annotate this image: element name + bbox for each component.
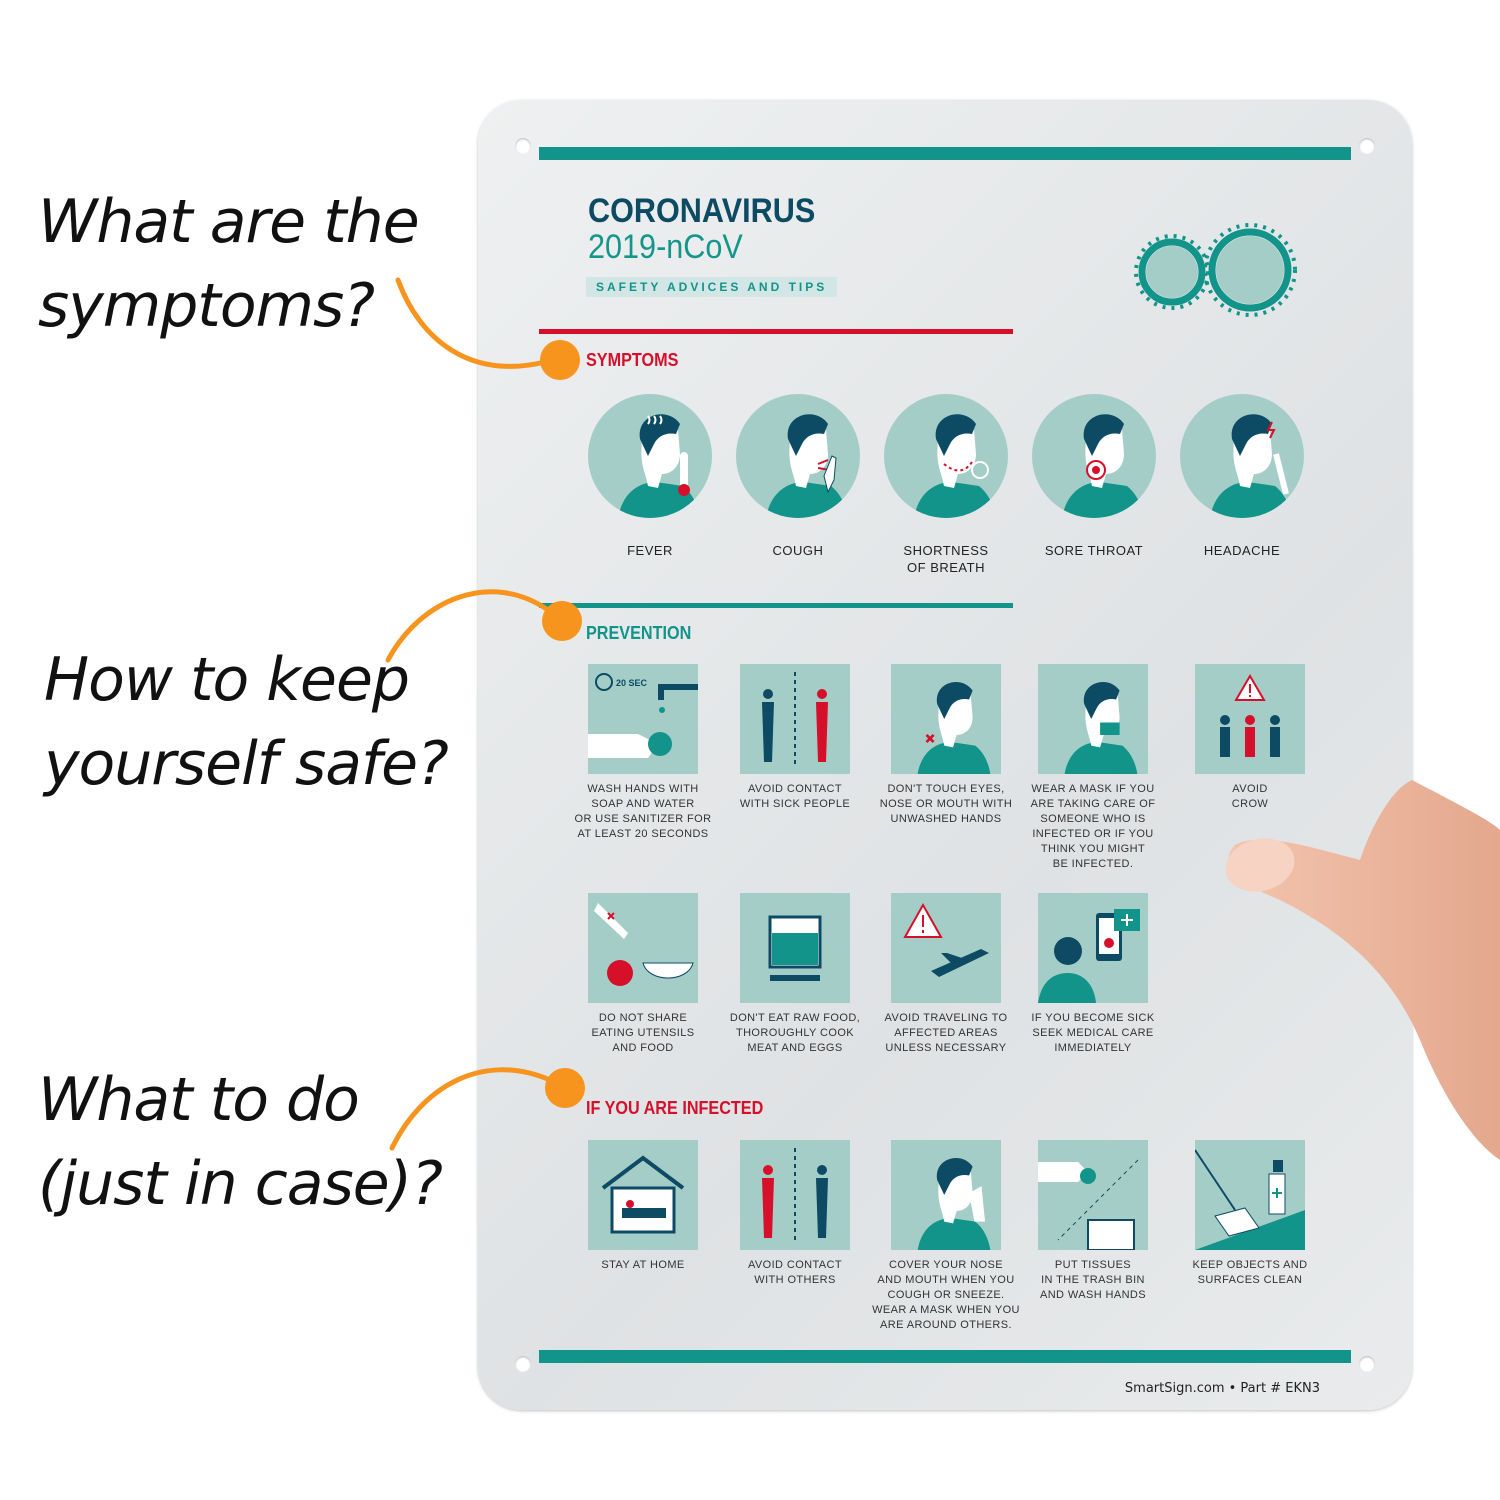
phone-medical-icon — [1038, 893, 1148, 1003]
prevention-label: DON'T TOUCH EYES, NOSE OR MOUTH WITH UNW… — [879, 783, 1013, 825]
symptoms-divider — [539, 329, 1013, 334]
avoid-others-icon — [740, 1140, 850, 1250]
mounting-hole — [515, 1356, 531, 1372]
infected-label: AVOID CONTACT WITH OTHERS — [747, 1259, 843, 1286]
cover-mouth-icon — [891, 1140, 1001, 1250]
infected-label: STAY AT HOME — [601, 1259, 685, 1271]
sign-footer: SmartSign.com • Part # EKN3 — [1124, 1381, 1320, 1396]
infected-label: COVER YOUR NOSE AND MOUTH WHEN YOU COUGH… — [872, 1259, 1020, 1331]
prevention-label: DO NOT SHARE EATING UTENSILS AND FOOD — [591, 1012, 695, 1054]
infected-label: KEEP OBJECTS AND SURFACES CLEAN — [1192, 1259, 1308, 1286]
sign-tagline: SAFETY ADVICES AND TIPS — [586, 277, 838, 297]
utensils-icon — [588, 893, 698, 1003]
callout-symptoms-question: What are the symptoms? — [38, 187, 420, 341]
mounting-hole — [1359, 138, 1375, 154]
infected-label: PUT TISSUES IN THE TRASH BIN AND WASH HA… — [1039, 1259, 1147, 1301]
sign-title: CORONAVIRUS — [588, 192, 816, 230]
bottom-teal-bar — [539, 1350, 1351, 1363]
symptom-label: SORE THROAT — [1044, 543, 1144, 558]
symptom-label: FEVER — [627, 543, 673, 558]
symptom-label: SHORTNESS OF BREATH — [903, 543, 989, 575]
cleaning-spray-icon — [1195, 1140, 1305, 1250]
home-icon — [588, 1140, 698, 1250]
callout-infected-question: What to do (just in case)? — [38, 1065, 443, 1219]
sign-subtitle: 2019-nCoV — [588, 228, 743, 266]
timer-text: 20 SEC — [616, 678, 648, 688]
virus-icon — [1134, 223, 1297, 317]
prevention-label: AVOID TRAVELING TO AFFECTED AREAS UNLESS… — [884, 1012, 1008, 1054]
coronavirus-sign: CORONAVIRUS 2019-nCoV SAFETY ADVICES AND… — [478, 100, 1412, 1410]
hand-holding-sign — [1225, 780, 1500, 1160]
prevention-label: WEAR A MASK IF YOU ARE TAKING CARE OF SO… — [1030, 783, 1156, 870]
prevention-label: WASH HANDS WITH SOAP AND WATER OR USE SA… — [574, 783, 712, 840]
symptoms-heading: SYMPTOMS — [586, 350, 679, 370]
airplane-icon — [891, 893, 1001, 1003]
sore-throat-icon — [1032, 394, 1156, 518]
mounting-hole — [515, 138, 531, 154]
callout-safe-question: How to keep yourself safe? — [44, 645, 449, 799]
mask-icon — [1038, 664, 1148, 774]
infected-heading: IF YOU ARE INFECTED — [586, 1098, 764, 1118]
trash-bin-icon — [1038, 1140, 1148, 1250]
prevention-label: AVOID CROW — [1231, 783, 1269, 810]
dont-touch-face-icon — [891, 664, 1001, 774]
headache-icon — [1180, 394, 1304, 518]
prevention-label: DON'T EAT RAW FOOD, THOROUGHLY COOK MEAT… — [729, 1012, 861, 1054]
prevention-label: IF YOU BECOME SICK SEEK MEDICAL CARE IMM… — [1031, 1012, 1155, 1054]
prevention-label: AVOID CONTACT WITH SICK PEOPLE — [739, 783, 851, 810]
shortness-of-breath-icon — [884, 394, 1008, 518]
symptom-label: HEADACHE — [1203, 543, 1281, 558]
symptom-label: COUGH — [772, 543, 824, 558]
cooking-pot-icon — [740, 893, 850, 1003]
avoid-contact-icon — [740, 664, 850, 774]
mounting-hole — [1359, 1356, 1375, 1372]
prevention-divider — [539, 603, 1013, 608]
wash-hands-icon: 20 SEC — [588, 664, 698, 774]
top-teal-bar — [539, 147, 1351, 160]
crowd-icon — [1195, 664, 1305, 774]
fever-icon — [588, 394, 712, 518]
cough-icon — [736, 394, 860, 518]
prevention-heading: PREVENTION — [586, 623, 692, 643]
